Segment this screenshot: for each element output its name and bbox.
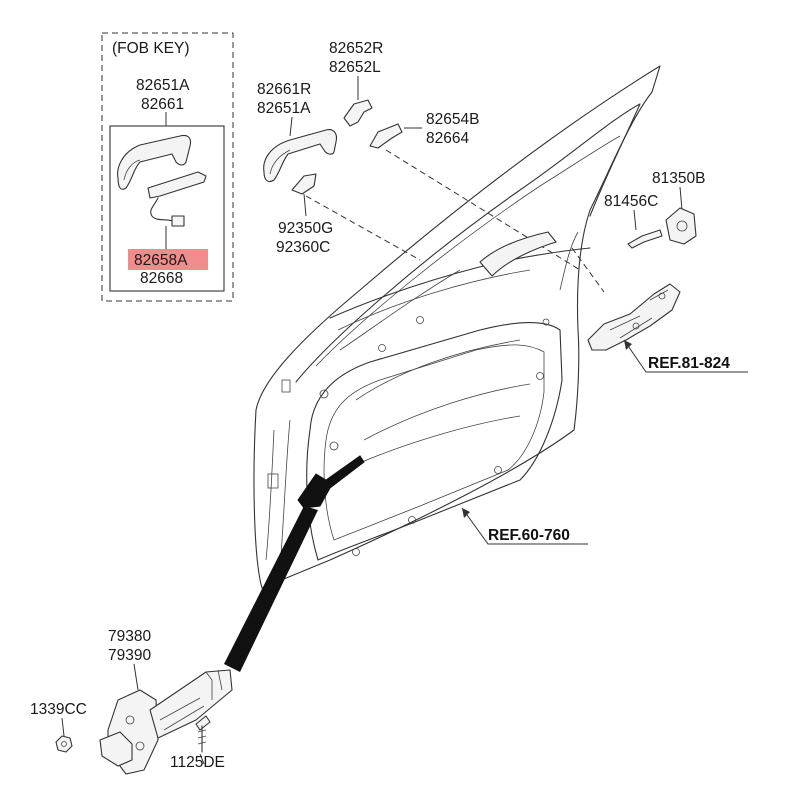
striker-icon [665,207,697,245]
fob-key-group: (FOB KEY) 82651A 82661 82658A 82668 [101,32,234,302]
highlight-82658A [128,249,208,270]
label-82661: 82661 [141,96,184,113]
cap-group: 82652R 82652L 82654B 82664 [329,40,479,149]
label-82661R: 82661R [257,81,311,98]
label-82664: 82664 [426,130,469,147]
dashed-leader-2 [305,195,421,261]
bezel-icon [369,123,403,149]
label-81456C: 81456C [604,193,658,210]
label-82654B: 82654B [426,111,479,128]
connector-icon [171,215,185,227]
label-92360C: 92360C [276,239,330,256]
outside-handle-group: 82661R 82651A 92350G 92360C [257,81,338,256]
wire-icon [150,197,177,223]
inner-panel [306,321,563,561]
screw-icon [627,229,663,249]
ref-60-760: REF.60-760 [488,527,570,544]
striker-group: 81350B 81456C REF.81-824 [587,170,748,373]
nut-icon [55,735,73,753]
label-82658A: 82658A [134,252,188,269]
handle-cap-icon [343,99,373,127]
label-82651A: 82651A [136,77,190,94]
dashed-leader-3 [571,247,605,293]
ref-81-824: REF.81-824 [648,355,730,372]
hinge-bracket-icon [99,731,133,767]
fob-sensor-icon [147,171,207,199]
label-82652R: 82652R [329,40,383,57]
ref-60-group: REF.60-760 [461,507,588,545]
label-79390: 79390 [108,647,151,664]
check-bracket [224,455,365,672]
label-81350B: 81350B [652,170,705,187]
fob-key-title: (FOB KEY) [112,40,190,57]
connector-band [224,506,318,672]
door-panel [253,65,661,589]
label-92350G: 92350G [278,220,333,237]
label-82652L: 82652L [329,59,381,76]
label-82668: 82668 [140,270,183,287]
label-82651A-handle: 82651A [257,100,311,117]
label-79380: 79380 [108,628,151,645]
dashed-leader-1 [385,149,581,271]
door-outer-frame [253,65,661,589]
outside-handle-icon [263,129,338,183]
fob-handle-icon [117,134,192,190]
door-check-bracket-icon [297,455,365,509]
inner-handle-recess [479,231,557,277]
door-checker-group: 79380 79390 1125DE 1339CC [30,628,233,775]
label-1125DE: 1125DE [170,754,225,771]
fob-key-inner-box [109,125,225,292]
fob-key-dashed-box [101,32,234,302]
door-latch-icon [587,283,681,351]
handle-cover-icon [291,173,317,195]
label-1339CC: 1339CC [30,701,87,718]
